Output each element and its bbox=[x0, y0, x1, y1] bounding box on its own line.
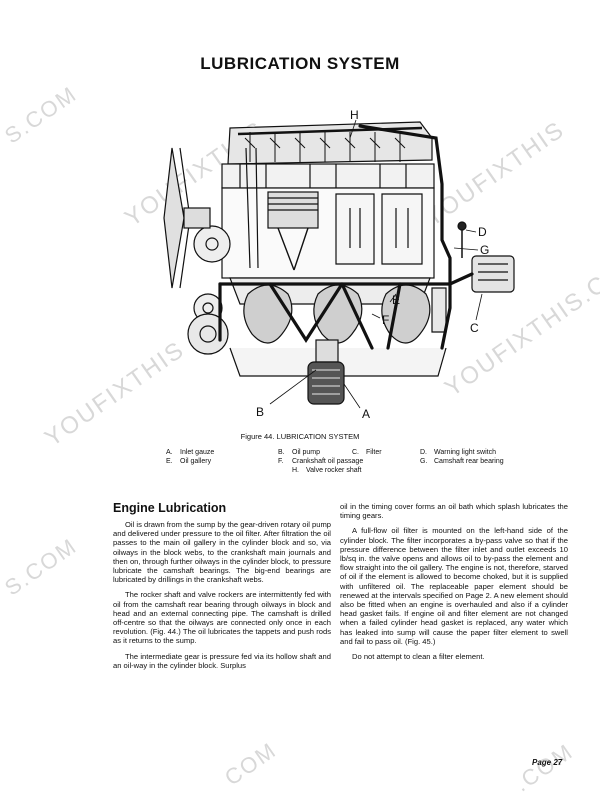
callout-f: F bbox=[382, 313, 389, 327]
manual-page: S.COM YOUFIXTHIS YOUFIXTHIS YOUFIXTHIS.C… bbox=[0, 54, 600, 796]
text-column-right: oil in the timing cover forms an oil bat… bbox=[340, 502, 568, 667]
callout-h: H bbox=[350, 108, 359, 122]
callout-e: E bbox=[392, 293, 400, 307]
paragraph: The intermediate gear is pressure fed vi… bbox=[113, 651, 331, 670]
callout-c: C bbox=[470, 321, 479, 335]
paragraph: The rocker shaft and valve rockers are i… bbox=[113, 590, 331, 646]
section-heading: Engine Lubrication bbox=[113, 501, 227, 515]
figure-legend: A.Inlet gauze E.Oil gallery B.Oil pump F… bbox=[166, 449, 546, 475]
page-number: Page 27 bbox=[532, 758, 563, 767]
text-column-left: Oil is drawn from the sump by the gear-d… bbox=[113, 520, 331, 676]
legend-item: F.Crankshaft oil passage bbox=[278, 458, 364, 465]
paragraph: Oil is drawn from the sump by the gear-d… bbox=[113, 520, 331, 585]
paragraph: Do not attempt to clean a filter element… bbox=[352, 652, 485, 662]
watermark: S.COM bbox=[0, 80, 82, 149]
watermark: .COM bbox=[510, 738, 578, 797]
watermark: S.COM bbox=[0, 532, 82, 601]
page-title: LUBRICATION SYSTEM bbox=[200, 54, 400, 73]
paragraph: oil in the timing cover forms an oil bat… bbox=[340, 502, 568, 521]
legend-item: B.Oil pump bbox=[278, 449, 321, 456]
legend-item: G.Camshaft rear bearing bbox=[420, 458, 504, 465]
callout-d: D bbox=[478, 225, 487, 239]
legend-item: A.Inlet gauze bbox=[166, 449, 215, 456]
legend-item: H.Valve rocker shaft bbox=[292, 467, 362, 474]
lubrication-system-diagram: H D G C E F B A bbox=[163, 108, 515, 421]
callout-g: G bbox=[480, 243, 489, 257]
figure-caption: Figure 44. LUBRICATION SYSTEM bbox=[240, 432, 360, 441]
legend-item: D.Warning light switch bbox=[420, 449, 496, 456]
legend-item: C.Filter bbox=[352, 449, 382, 456]
watermark: COM bbox=[220, 737, 282, 791]
callout-b: B bbox=[256, 405, 264, 419]
legend-item: E.Oil gallery bbox=[166, 458, 212, 465]
paragraph: A full-flow oil filter is mounted on the… bbox=[340, 526, 568, 646]
callout-a: A bbox=[362, 407, 370, 421]
